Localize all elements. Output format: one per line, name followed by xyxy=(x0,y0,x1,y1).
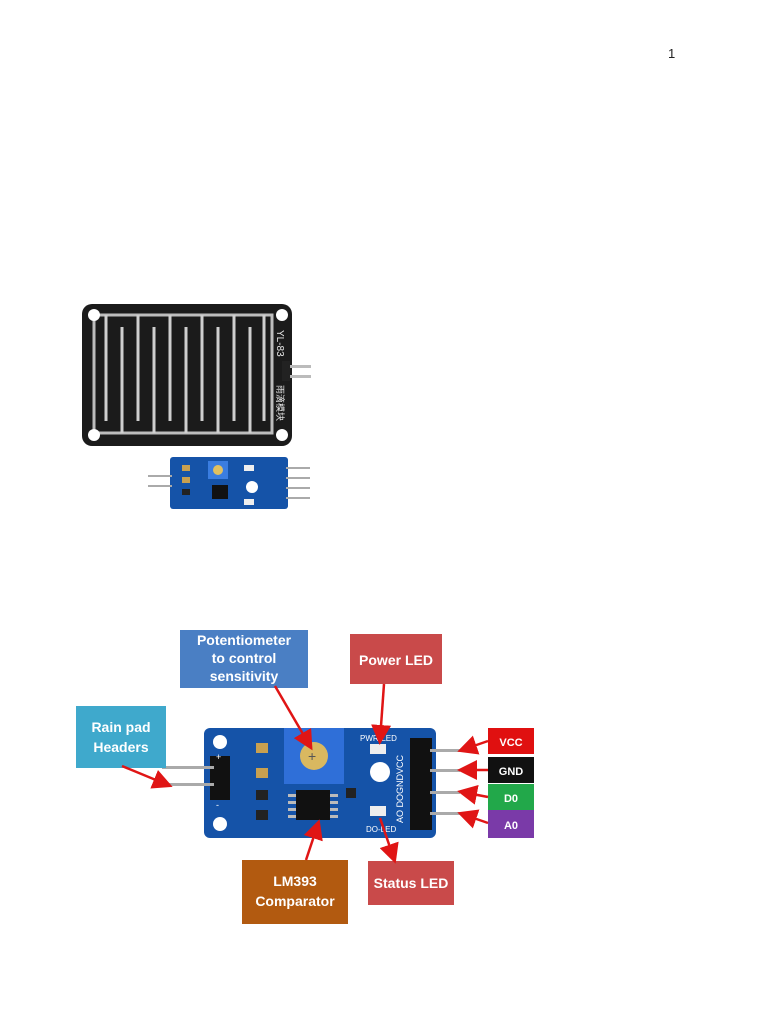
power-led xyxy=(370,744,386,754)
pin-d0: D0 xyxy=(488,784,534,810)
lm393-chip xyxy=(296,790,330,820)
pin-d0-label: D0 xyxy=(504,793,518,805)
svg-text:-: - xyxy=(216,800,219,810)
pin-gnd-label: GND xyxy=(499,766,524,778)
potentiometer-callout: Potentiometer to control sensitivity xyxy=(180,630,308,688)
pin-a0: A0 xyxy=(488,810,534,838)
potentiometer-label-1: Potentiometer xyxy=(197,632,292,648)
pin-a0-label: A0 xyxy=(504,820,518,832)
pwr-led-silk: PWR-LED xyxy=(360,734,397,743)
pin-gnd: GND xyxy=(488,757,534,783)
potentiometer-label-2: to control xyxy=(212,650,277,666)
pin-vcc: VCC xyxy=(488,728,534,754)
status-led-label: Status LED xyxy=(374,875,449,891)
module-diagram: + - + PWR-LED DO-LED A xyxy=(70,628,540,928)
lm393-arrow xyxy=(303,819,323,861)
module-pcb: + - + PWR-LED DO-LED A xyxy=(162,728,460,838)
board-marking: YL-83 xyxy=(274,330,285,357)
chinese-marking: 雨滴模块 xyxy=(275,385,286,421)
lm393-label-1: LM393 xyxy=(273,873,317,889)
rain-pad-label-2: Headers xyxy=(93,739,148,755)
lm393-label-2: Comparator xyxy=(255,893,335,909)
vcc-arrow xyxy=(457,735,489,755)
svg-text:+: + xyxy=(216,752,221,762)
sensor-traces xyxy=(92,313,274,435)
a0-arrow xyxy=(457,809,489,829)
d0-arrow xyxy=(457,785,489,805)
status-led xyxy=(370,806,386,816)
power-led-label: Power LED xyxy=(359,652,433,668)
module-board-photo xyxy=(148,457,310,509)
svg-text:+: + xyxy=(308,748,316,764)
power-led-arrow xyxy=(371,683,392,745)
pin-markings-silk: AO DOGNDVCC xyxy=(395,754,405,823)
potentiometer-label-3: sensitivity xyxy=(210,668,279,684)
status-led-arrow xyxy=(378,817,399,864)
page-number: 1 xyxy=(668,46,676,61)
potentiometer-arrow xyxy=(273,685,313,751)
pin-vcc-label: VCC xyxy=(499,737,522,749)
rain-pad-label-1: Rain pad xyxy=(91,719,150,735)
status-led-callout: Status LED xyxy=(368,861,454,905)
do-led-silk: DO-LED xyxy=(366,825,396,834)
rain-pad-arrow xyxy=(121,764,173,789)
lm393-callout: LM393 Comparator xyxy=(242,860,348,924)
rain-pad-headers-callout: Rain pad Headers xyxy=(76,706,166,768)
rain-sensor-photo: YL-83 雨滴模块 xyxy=(72,295,322,515)
power-led-callout: Power LED xyxy=(350,634,442,684)
